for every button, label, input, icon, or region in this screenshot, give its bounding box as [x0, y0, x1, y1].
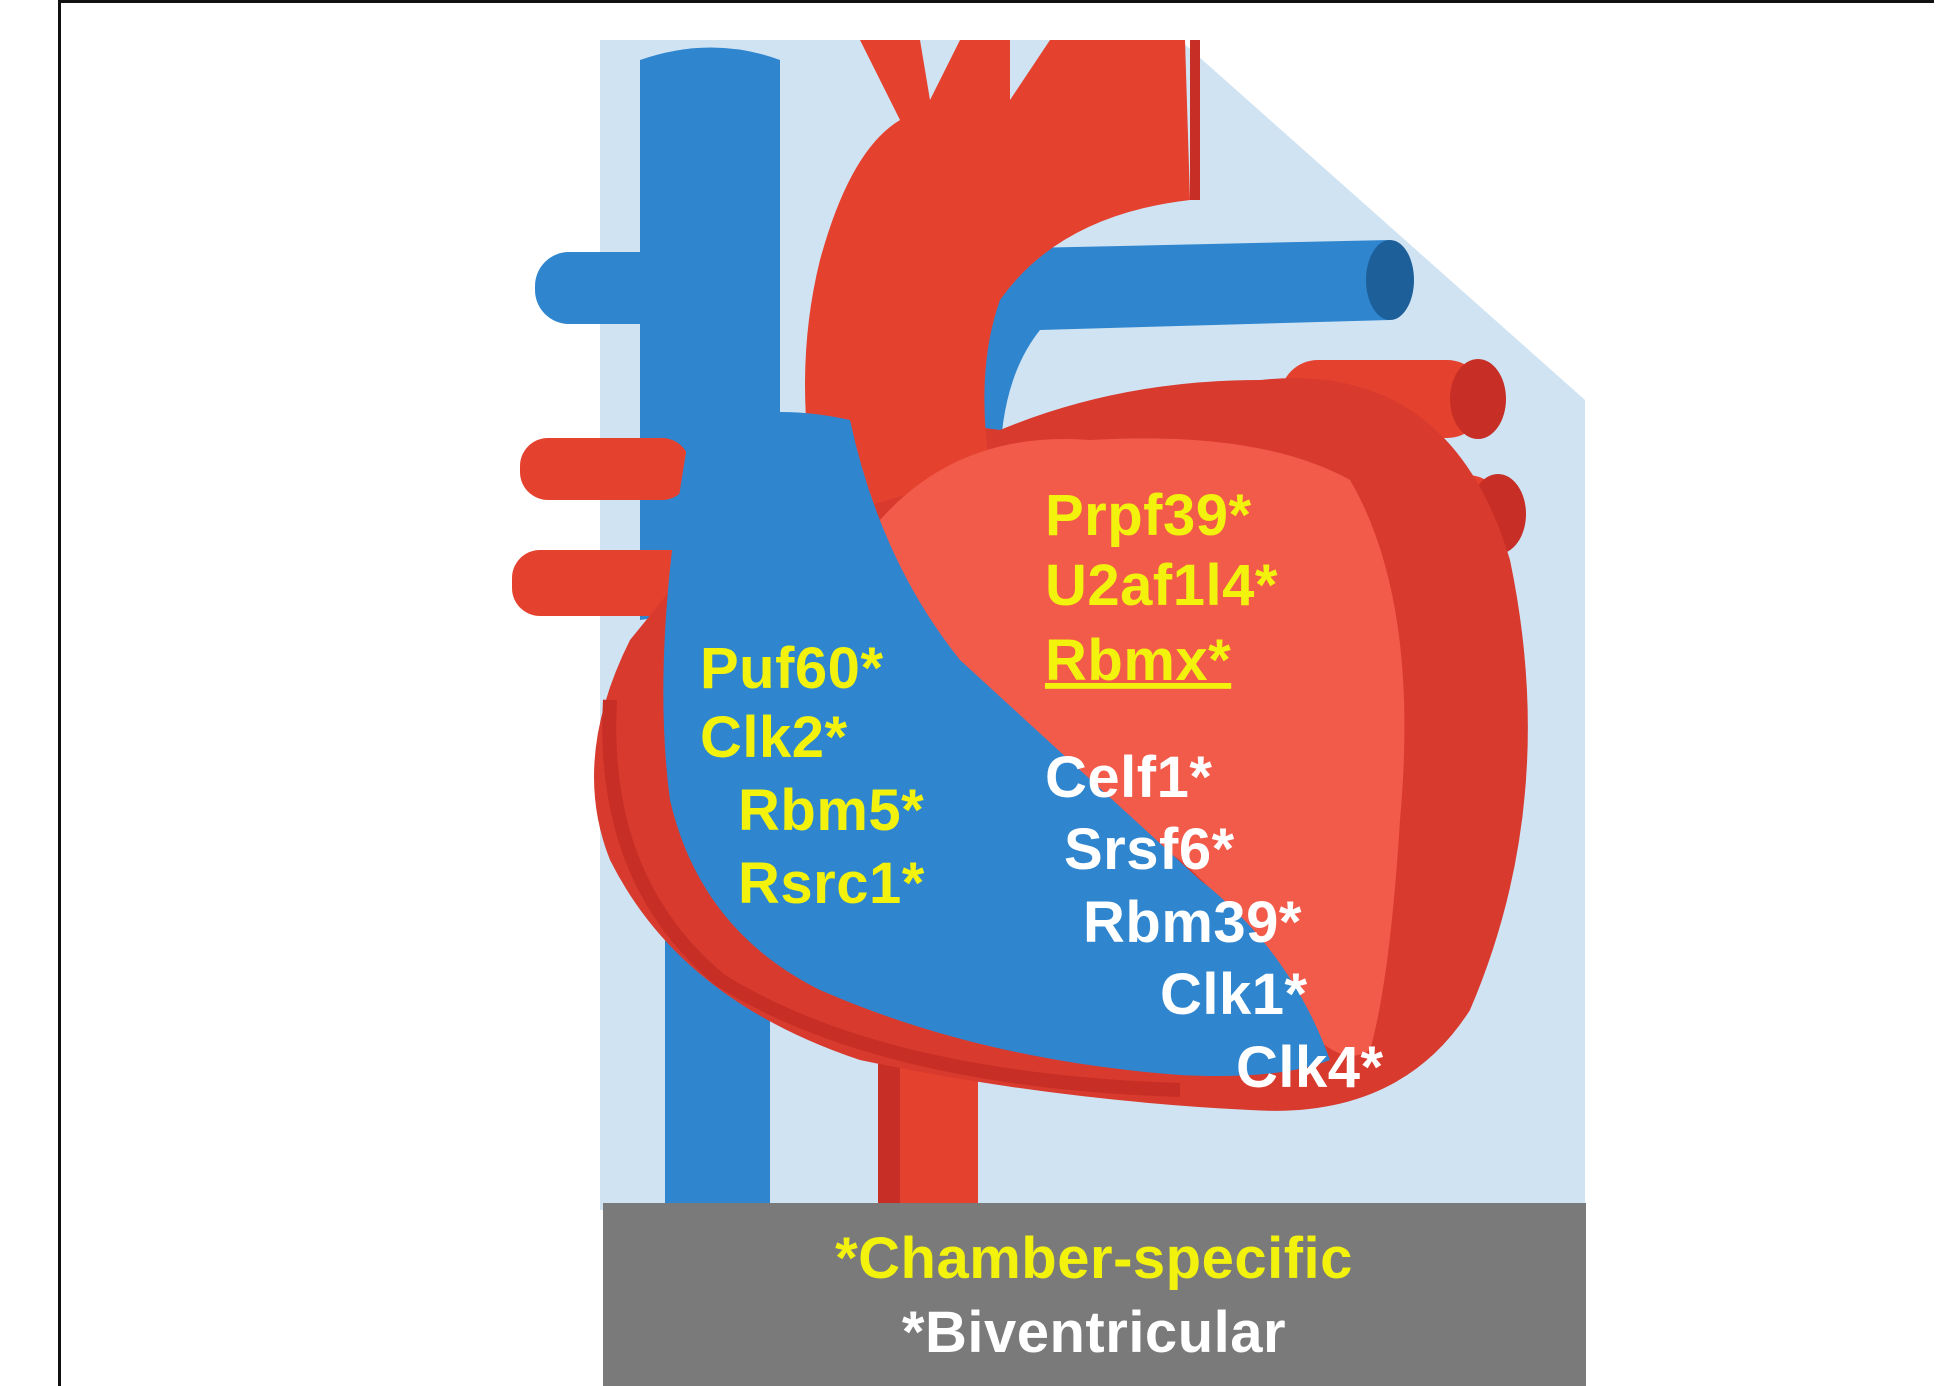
biv-gene-label: Celf1*	[1045, 745, 1212, 810]
pulmonary-vein-upper-right-end	[1450, 359, 1506, 439]
biv-gene-label: Clk1*	[1160, 962, 1308, 1027]
rv-gene-label: Rsrc1*	[738, 851, 925, 916]
pulmonary-vein-upper-left	[520, 438, 690, 500]
lv-gene-label: Prpf39*	[1045, 483, 1252, 548]
biv-gene-label: Srsf6*	[1064, 817, 1235, 882]
rv-gene-label: Puf60*	[700, 636, 884, 701]
legend-chamber-specific: *Chamber-specific	[835, 1226, 1353, 1291]
biv-gene-label: Rbm39*	[1083, 890, 1302, 955]
lv-gene-label: Rbmx*	[1045, 628, 1231, 693]
pulmonary-artery-left-branch	[535, 252, 715, 324]
lv-gene-label: U2af1l4*	[1045, 553, 1278, 618]
biv-gene-label: Clk4*	[1236, 1035, 1384, 1100]
aortic-arch-shade	[1190, 40, 1200, 200]
rv-gene-label: Clk2*	[700, 705, 848, 770]
rv-gene-label: Rbm5*	[738, 778, 924, 843]
legend-biventricular: *Biventricular	[902, 1300, 1286, 1365]
pulmonary-artery-end	[1366, 240, 1414, 320]
